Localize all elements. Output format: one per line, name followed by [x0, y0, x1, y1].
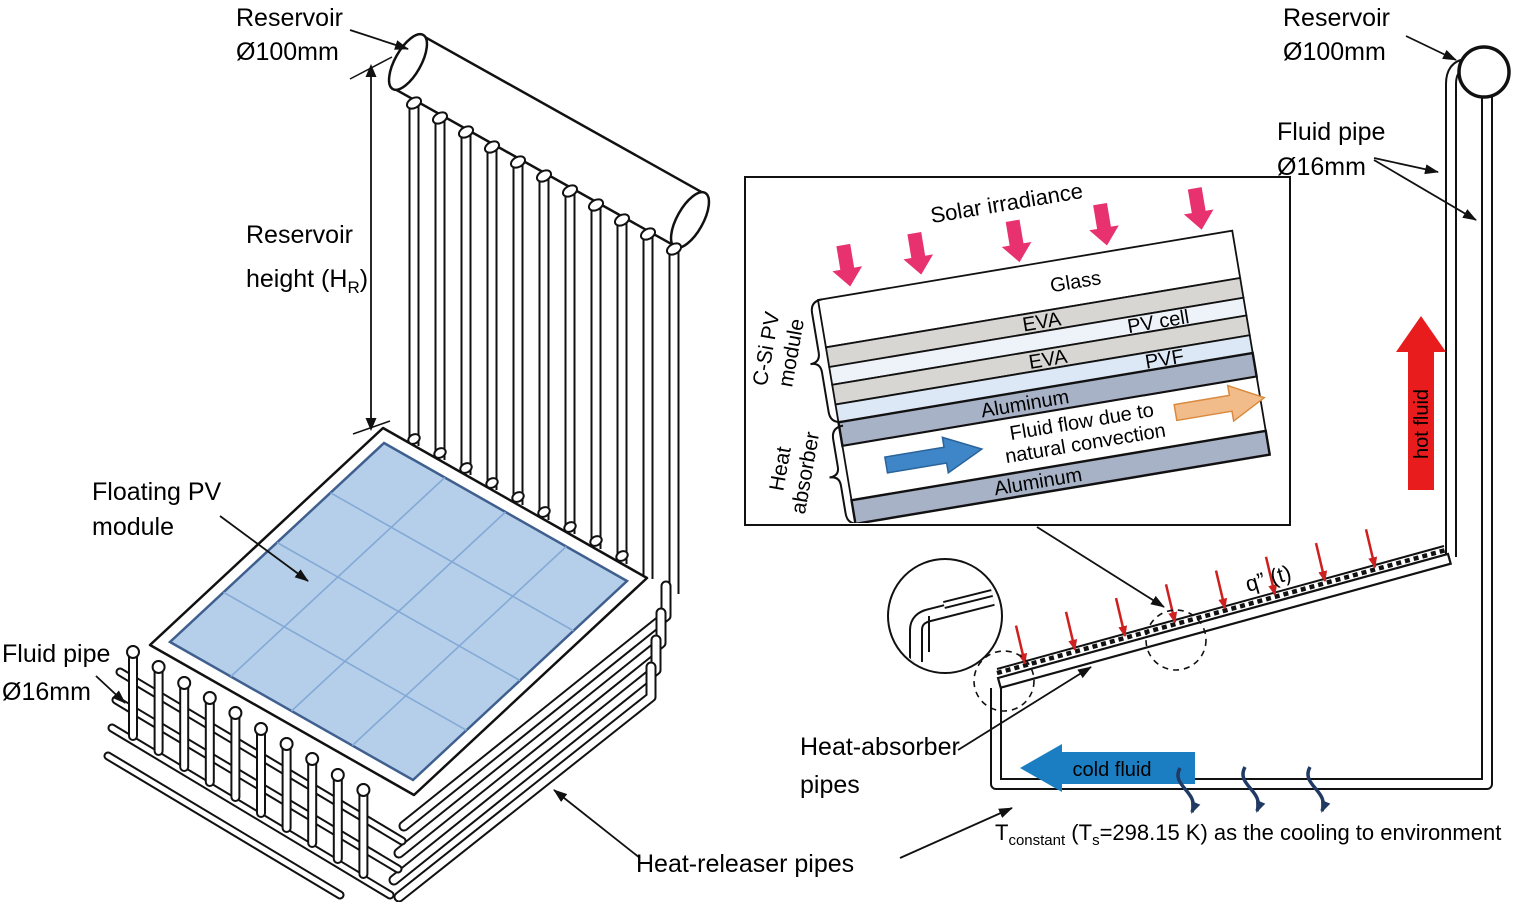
leader-left-fluid-pipe [95, 675, 126, 704]
heat-releaser-label: Heat-releaser pipes [636, 850, 854, 878]
absorber-cover-line [996, 545, 1445, 670]
reservoir-left-cap [387, 32, 429, 92]
leader-right-fluid-pipe-1 [1373, 157, 1439, 175]
right-reservoir-circle [1457, 45, 1511, 99]
right-reservoir-label-line1: Reservoir [1283, 4, 1390, 32]
layer-aluminum-bottom [850, 429, 1272, 523]
inset-layer-stack: Solar irradiance Glass EVA PV cell EVA P… [744, 176, 1291, 526]
heat-flux-label: q” (t) [1242, 560, 1294, 597]
left-reservoir-label-line1: Reservoir [236, 4, 343, 32]
solar-irradiance-arrows [832, 187, 1214, 287]
pv-panel-gridlines [223, 476, 574, 747]
tilted-absorber-plate [996, 545, 1453, 690]
heat-absorber-label-line2: pipes [800, 771, 860, 799]
floating-pv-label-line2: module [92, 513, 174, 541]
t-sub-s: s [1092, 832, 1100, 849]
t-rest: =298.15 K) as the cooling to environment [1100, 820, 1502, 845]
leader-left-reservoir [349, 29, 409, 50]
absorber-pipe-row [996, 547, 1447, 676]
reservoir-height-dimension [349, 56, 393, 435]
floating-pv-label-line1: Floating PV [92, 478, 222, 506]
right-2d-schematic: q” (t) hot fluid cold fluid [800, 4, 1511, 849]
left-reservoir-cylinder [387, 32, 711, 250]
floating-pv-panel [148, 426, 649, 797]
t-constant-label: Tconstant (Ts=298.15 K) as the cooling t… [995, 820, 1501, 849]
leader-heat-absorber [957, 666, 1092, 751]
height-label-post: ) [360, 265, 368, 293]
reservoir-height-label-line2: height (HR) [246, 265, 368, 297]
pipe-elbow-nubs [407, 433, 629, 562]
front-fluid-pipes [126, 645, 371, 879]
module-brace [810, 298, 843, 423]
t-sub-constant: constant [1008, 832, 1066, 849]
leader-inset-to-absorber [1036, 526, 1165, 608]
heat-releaser-rails-right [388, 580, 672, 902]
cooling-wavy-arrows [1176, 766, 1331, 814]
right-fluid-pipe-label-line2: Ø16mm [1277, 153, 1366, 181]
detail-circle-corner [973, 650, 1035, 712]
cold-fluid-arrow [1020, 744, 1195, 792]
right-fluid-pipe-label-line1: Fluid pipe [1277, 118, 1385, 146]
left-fluid-pipe-label-line2: Ø16mm [2, 678, 91, 706]
detail-circle-absorber [1145, 609, 1207, 671]
leader-releaser-right [899, 807, 1013, 859]
t-main: T [995, 820, 1008, 845]
corner-detail-magnifier [887, 558, 1207, 712]
leader-floating-pv [219, 515, 309, 582]
inlet-flow-arrow [883, 436, 984, 475]
leader-releaser-left [553, 789, 641, 859]
hot-fluid-label: hot fluid [1411, 389, 1433, 459]
hot-fluid-arrow [1396, 316, 1446, 490]
outlet-flow-arrow [1173, 384, 1266, 423]
cold-fluid-label: cold fluid [1073, 759, 1152, 781]
left-fluid-pipe-label-line1: Fluid pipe [2, 640, 110, 668]
left-reservoir-label-line2: Ø100mm [236, 38, 339, 66]
height-label-sub: R [347, 278, 359, 297]
t-open: (T [1065, 820, 1092, 845]
reservoir-height-label-line1: Reservoir [246, 221, 353, 249]
height-label-pre: height (H [246, 265, 347, 293]
heat-absorber-label-line1: Heat-absorber [800, 733, 960, 761]
solar-flux-arrows [1014, 529, 1378, 665]
left-leader-lines [95, 29, 1013, 859]
right-reservoir-label-line2: Ø100mm [1283, 38, 1386, 66]
leader-right-fluid-pipe-2 [1373, 159, 1477, 221]
left-3d-floating-pv-assembly: Reservoir Ø100mm Reservoir height (HR) F… [2, 4, 1013, 902]
leader-right-reservoir [1405, 35, 1457, 61]
heat-releaser-drop-pipes [405, 96, 683, 594]
right-leader-lines [957, 35, 1477, 751]
absorber-brace [829, 424, 860, 523]
inset-rotated-stack: Solar irradiance Glass EVA PV cell EVA P… [810, 179, 1272, 523]
